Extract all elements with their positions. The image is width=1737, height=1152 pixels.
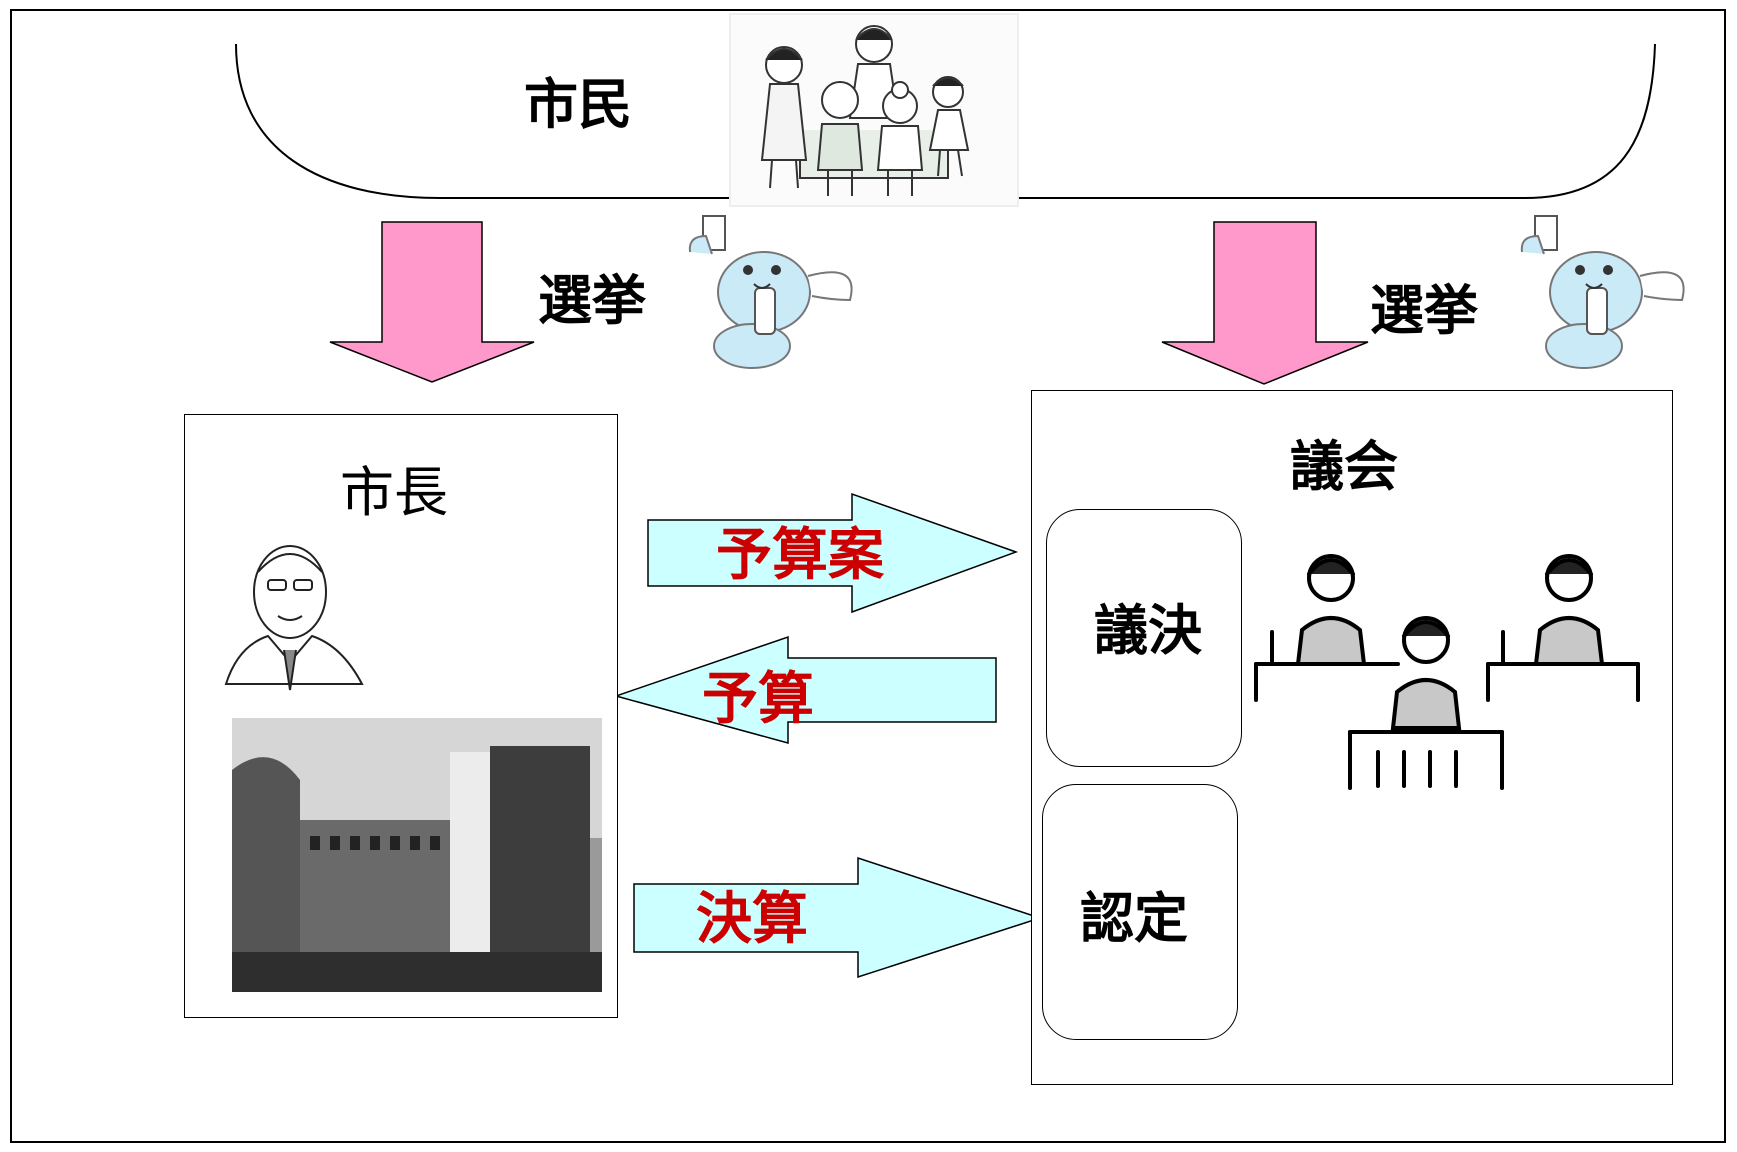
budget-proposal-label: 予算案 <box>716 523 884 588</box>
settlement-arrow <box>633 856 1043 979</box>
citizens-bowl <box>235 43 1656 199</box>
election-arrow-left <box>329 221 535 383</box>
approval-label: 認定 <box>1080 887 1188 950</box>
election-right-label: 選挙 <box>1370 279 1478 342</box>
diagram-frame <box>10 9 1726 1143</box>
budget-proposal-arrow <box>647 492 1019 614</box>
resolution-label: 議決 <box>1094 599 1202 662</box>
election-left-label: 選挙 <box>538 269 646 332</box>
council-label: 議会 <box>1290 435 1398 498</box>
mayor-label: 市長 <box>340 461 448 524</box>
budget-arrow <box>613 635 997 744</box>
citizens-label: 市民 <box>524 73 632 136</box>
settlement-label: 決算 <box>696 887 808 952</box>
election-arrow-right <box>1161 221 1369 385</box>
budget-label: 予算 <box>702 667 814 732</box>
resolution-box <box>1046 509 1242 767</box>
approval-box <box>1042 784 1238 1040</box>
